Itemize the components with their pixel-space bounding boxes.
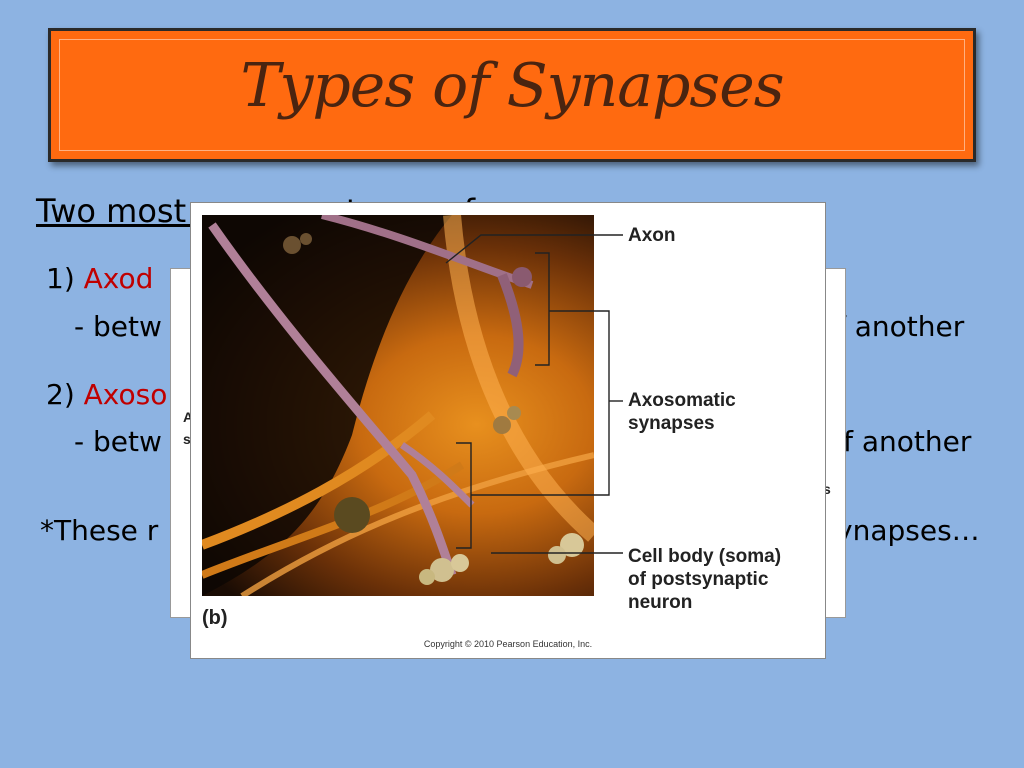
figure-front: Axon Axosomatic synapses Cell body (soma… — [190, 202, 826, 659]
slide-title: Types of Synapses — [240, 51, 784, 121]
item-2-name: Axoso — [83, 378, 168, 411]
label-cell-body-line1: Cell body (soma) — [628, 546, 782, 567]
title-bar: Types of Synapses — [48, 28, 976, 162]
label-axon: Axon — [628, 225, 676, 246]
item-1: 1) Axod — [46, 262, 153, 295]
micrograph-image — [202, 215, 594, 596]
item-1-number: 1) — [46, 262, 75, 295]
note-suffix: ynapses… — [836, 514, 980, 547]
label-cell-body-line3: neuron — [628, 592, 693, 613]
figure-back-label-s: s — [183, 431, 191, 447]
figure-back-label-a: A — [183, 409, 194, 425]
label-axosomatic-line1: Axosomatic — [628, 390, 736, 411]
item-1-name: Axod — [83, 262, 154, 295]
item-2: 2) Axoso — [46, 378, 167, 411]
item-1-detail-suffix: f another — [836, 310, 965, 343]
item-2-detail-prefix: - betw — [74, 425, 162, 458]
figure-back-label-right: s — [823, 481, 831, 497]
label-axosomatic-line2: synapses — [628, 413, 715, 434]
title-inner-border — [59, 39, 965, 151]
figure-part-label: (b) — [202, 607, 228, 629]
item-1-detail-prefix: - betw — [74, 310, 162, 343]
item-2-number: 2) — [46, 378, 75, 411]
copyright-text: Copyright © 2010 Pearson Education, Inc. — [423, 639, 593, 649]
leader-lines — [445, 234, 623, 554]
note-prefix: *These r — [40, 514, 159, 547]
micrograph-svg — [202, 215, 594, 596]
label-cell-body-line2: of postsynaptic — [628, 569, 769, 590]
item-2-detail-suffix: of another — [826, 425, 972, 458]
